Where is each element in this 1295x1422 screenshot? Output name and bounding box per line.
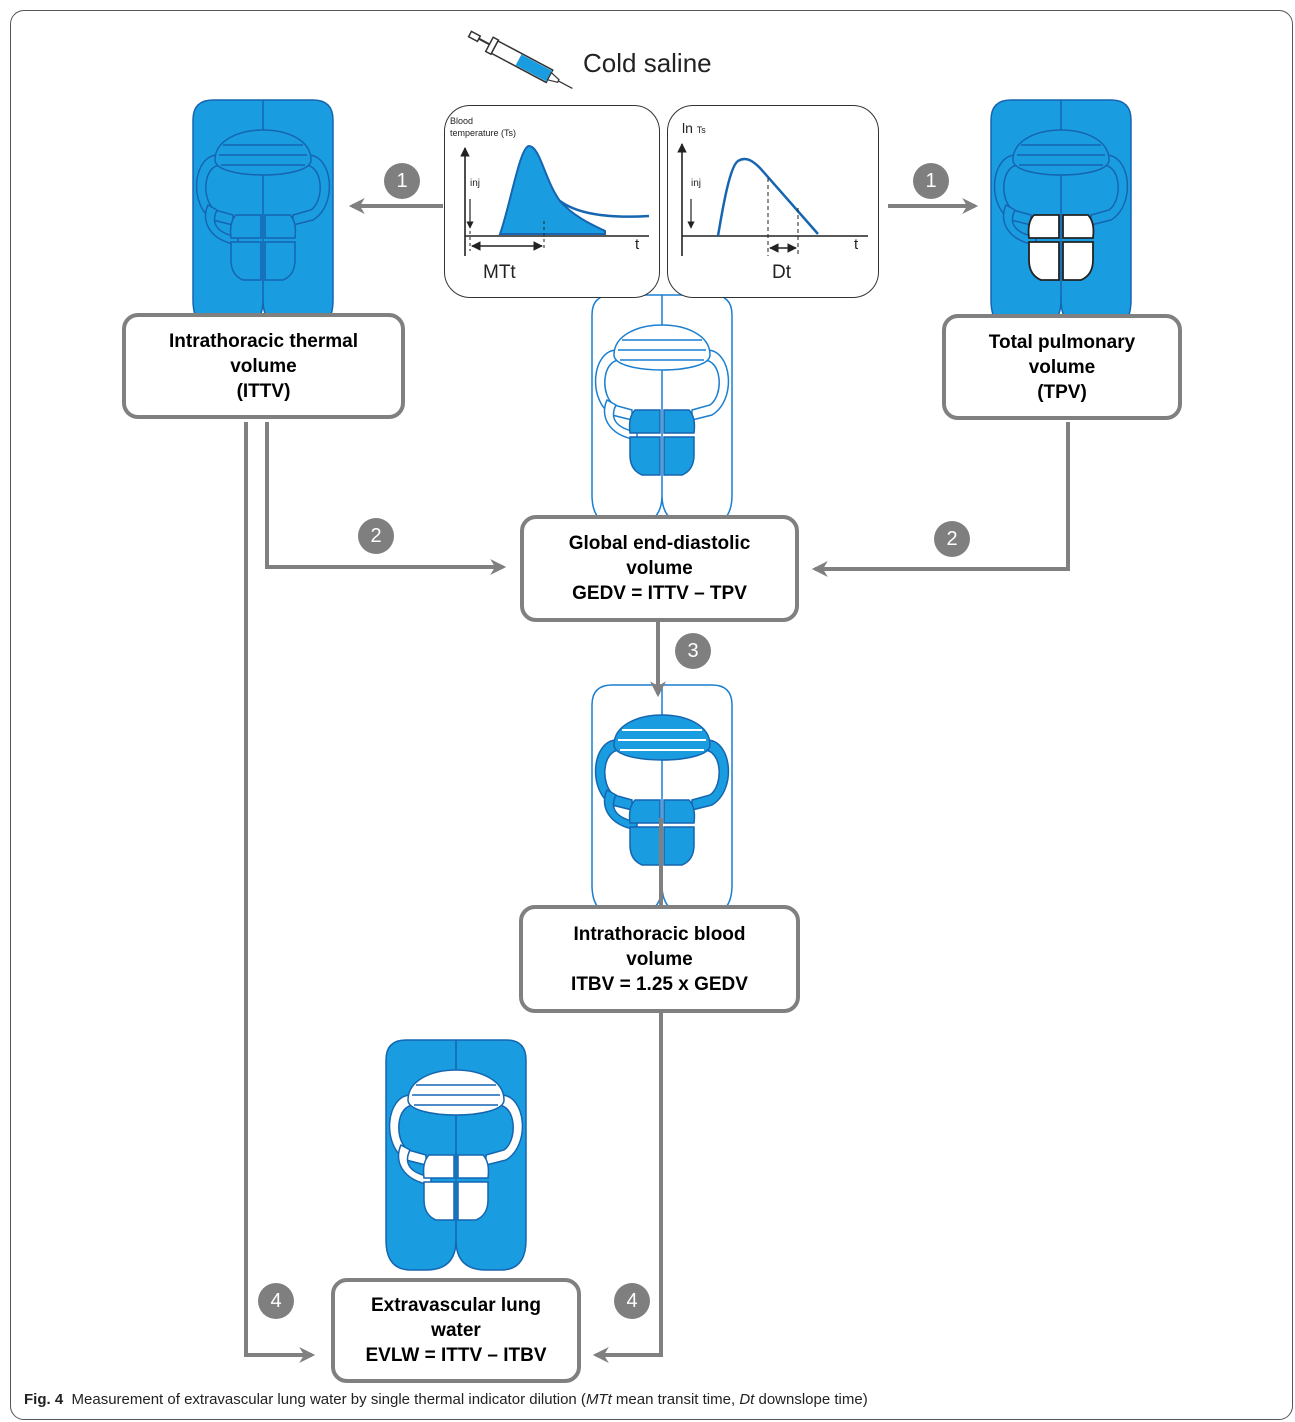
caption-def-mtt: mean transit time, <box>611 1391 740 1408</box>
curve-left-x-label: t <box>635 236 640 253</box>
caption-text: Measurement of extravascular lung water … <box>71 1391 586 1408</box>
step-badge-4-left: 4 <box>258 1283 294 1319</box>
curve-left-inj-label: inj <box>470 178 481 189</box>
figure-frame <box>10 10 1293 1420</box>
step-badge-2-left: 2 <box>358 518 394 554</box>
step-badge-1-left: 1 <box>384 163 420 199</box>
box-itbv-line1: Intrathoracic blood <box>573 923 746 945</box>
thorax-illustration-evlw <box>385 1039 527 1271</box>
box-tpv-line2: volume <box>1028 356 1096 378</box>
curve-right-ylabel-sub: Ts <box>696 125 706 135</box>
caption-abbr-mtt: MTt <box>585 1391 612 1408</box>
curve-right-ylabel: ln Ts <box>682 120 706 136</box>
box-ittv: Intrathoracic thermal volume (ITTV) <box>122 313 405 419</box>
box-evlw-line2: water <box>431 1320 481 1341</box>
thermodilution-curve-panel: Blood temperature (Ts) inj t MTt <box>444 105 660 298</box>
box-ittv-line1: Intrathoracic thermal <box>169 330 358 352</box>
box-ittv-line2: volume <box>230 355 297 377</box>
curve-right-ylabel-prefix: ln <box>682 120 693 136</box>
thorax-illustration-tpv <box>990 99 1132 331</box>
arrow-2-right <box>811 422 1070 577</box>
thorax-illustration-gedv <box>591 294 733 526</box>
caption-def-dt: downslope time) <box>754 1391 868 1408</box>
thermodilution-curve <box>460 144 650 256</box>
step-badge-4-right: 4 <box>614 1283 650 1319</box>
box-gedv-line3: GEDV = ITTV – TPV <box>572 583 747 604</box>
syringe-icon <box>467 30 573 89</box>
box-gedv: Global end-diastolic volume GEDV = ITTV … <box>520 515 799 622</box>
figure-caption: Fig. 4 Measurement of extravascular lung… <box>24 1391 868 1408</box>
log-curve <box>677 143 868 256</box>
box-gedv-line1: Global end-diastolic <box>568 533 751 554</box>
box-itbv-line2: volume <box>626 948 693 970</box>
log-curve-panel: ln Ts inj t Dt <box>667 105 879 298</box>
box-evlw-line1: Extravascular lung <box>370 1295 542 1316</box>
curve-left-interval-label: MTt <box>483 262 516 283</box>
step-badge-2-right: 2 <box>934 521 970 557</box>
curve-left-ylabel-2: temperature (Ts) <box>450 128 517 138</box>
curve-right-x-label: t <box>854 236 859 253</box>
box-itbv: Intrathoracic blood volume ITBV = 1.25 x… <box>519 905 800 1013</box>
step-badge-1-right: 1 <box>913 163 949 199</box>
box-itbv-line3: ITBV = 1.25 x GEDV <box>571 973 748 995</box>
box-evlw-line3: EVLW = ITTV – ITBV <box>365 1345 547 1366</box>
curve-right-inj-label: inj <box>691 178 702 189</box>
step-badge-3: 3 <box>675 633 711 669</box>
box-tpv: Total pulmonary volume (TPV) <box>942 314 1182 420</box>
box-gedv-line2: volume <box>626 558 693 579</box>
box-ittv-line3: (ITTV) <box>236 380 291 402</box>
arrow-4-left <box>244 422 316 1363</box>
caption-fig-label: Fig. 4 <box>24 1391 64 1408</box>
box-evlw: Extravascular lung water EVLW = ITTV – I… <box>331 1278 581 1383</box>
curve-left-ylabel-1: Blood <box>450 116 474 126</box>
syringe-label: Cold saline <box>583 48 712 78</box>
box-tpv-line3: (TPV) <box>1037 381 1087 403</box>
box-tpv-line1: Total pulmonary <box>988 331 1136 353</box>
arrow-2-left <box>265 422 507 575</box>
caption-abbr-dt: Dt <box>739 1391 755 1408</box>
curve-right-interval-label: Dt <box>772 262 791 283</box>
thorax-illustration-ittv <box>192 99 334 331</box>
